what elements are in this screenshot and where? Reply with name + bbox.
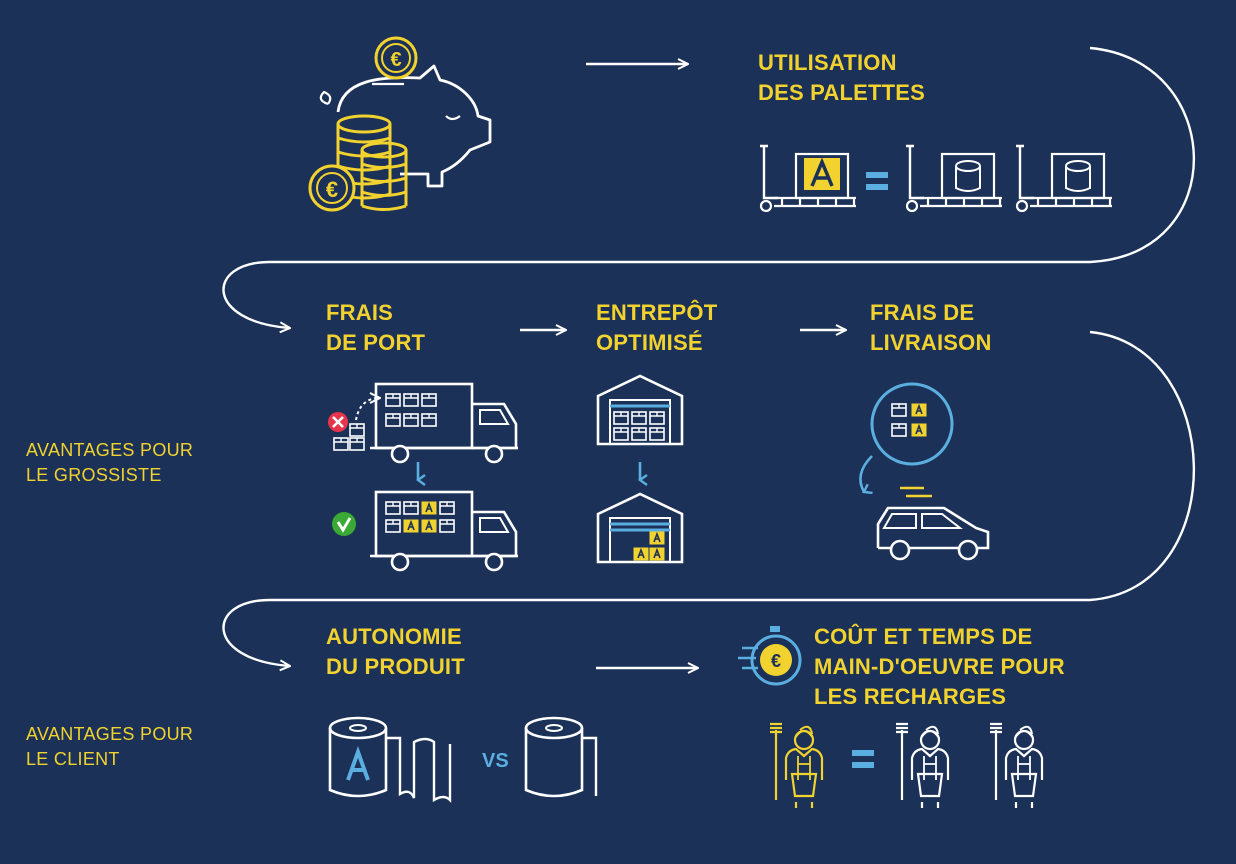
piggy-bank-icon [319,64,492,188]
pallet-jack-icon [904,144,1004,213]
vs-label: VS [482,750,509,772]
euro-symbol: € [326,177,338,202]
paper-roll-icon [328,716,452,803]
cross-icon [328,412,348,432]
check-icon [332,512,356,536]
coin-stack-icon [336,114,408,211]
truck-icon [368,382,520,464]
euro-coin-icon: € [308,164,356,212]
cleaner-icon [894,722,950,810]
paper-roll-icon [524,716,598,798]
equals-sign [852,750,874,768]
warehouse-icon [596,492,684,564]
euro-coin-icon: € [374,36,418,80]
equals-sign [866,172,888,190]
euro-symbol: € [771,651,781,671]
van-icon [876,486,990,561]
euro-symbol: € [390,49,401,71]
pallet-jack-icon [758,144,858,213]
truck-icon [368,490,520,572]
step-arrows [520,64,846,668]
cleaner-icon [768,722,824,810]
pallet-jack-icon [1014,144,1114,213]
cleaner-icon [988,722,1044,810]
flow-path [222,46,1196,666]
box-grid-icon [859,382,954,492]
stopwatch-euro-icon: € [738,626,802,686]
warehouse-icon [596,374,684,446]
